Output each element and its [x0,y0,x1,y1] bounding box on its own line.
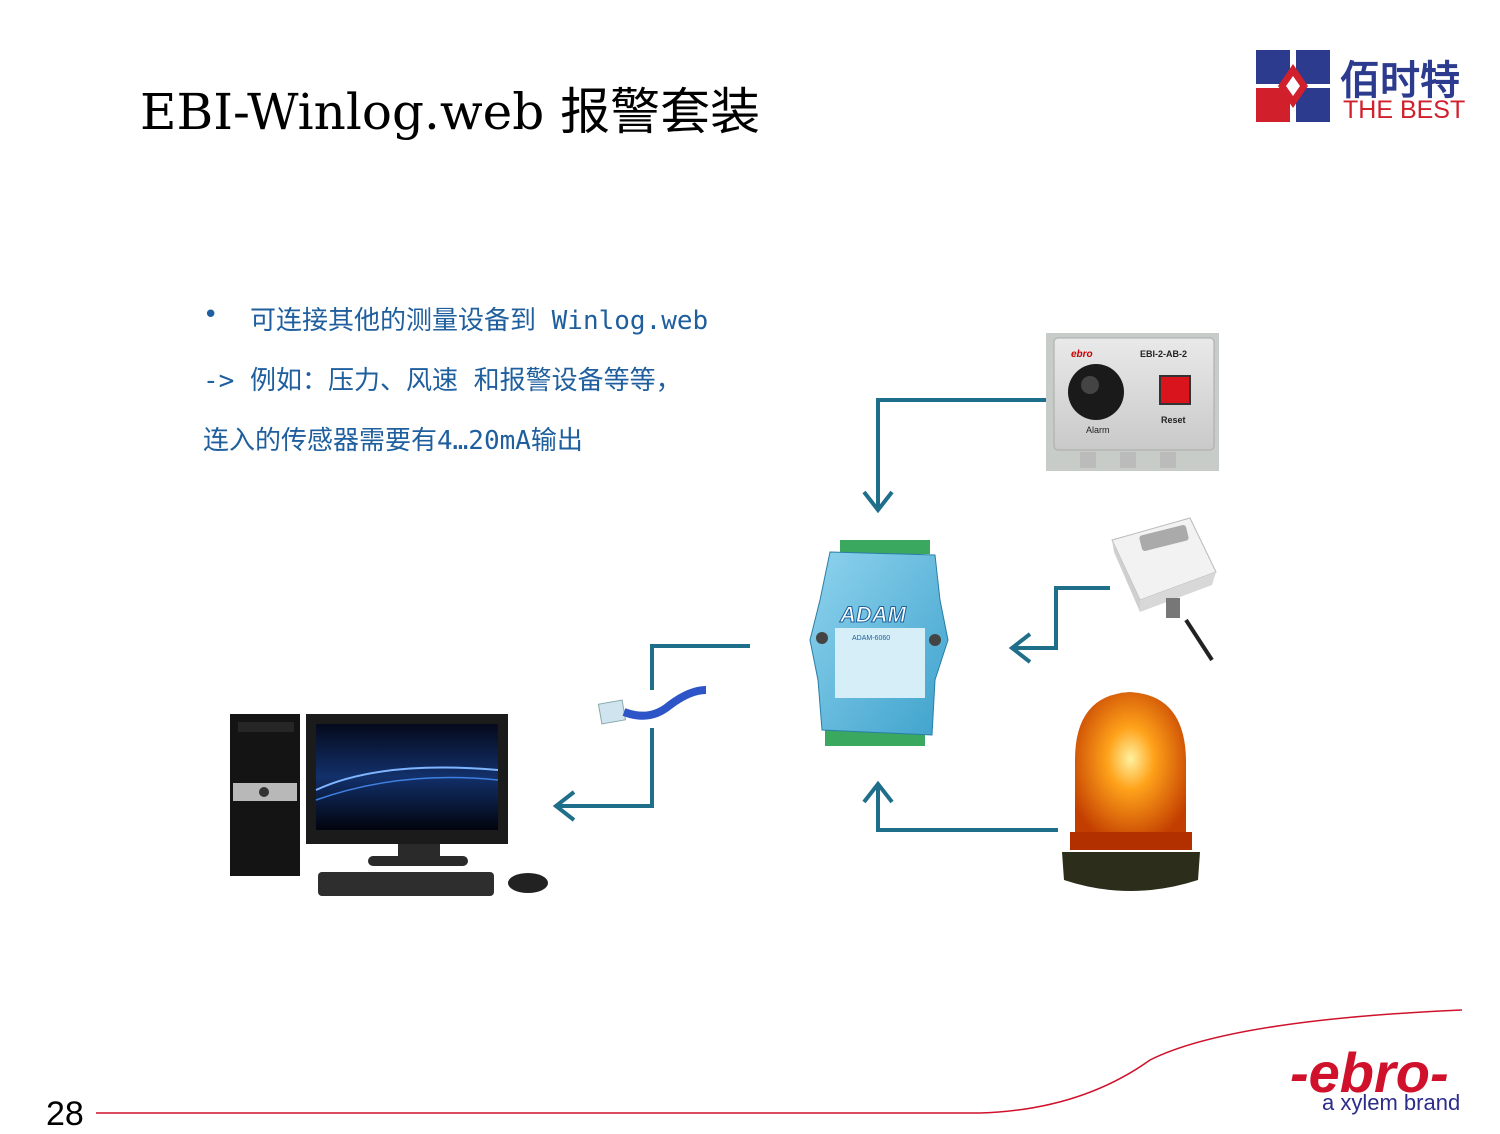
best-logo-chinese: 佰时特 [1340,58,1460,104]
content-line-1: 可连接其他的测量设备到 Winlog.web [250,306,709,336]
arrow-adam-cable [650,644,750,690]
footer-line [96,1009,1463,1114]
bullet-marker: • [203,300,219,330]
reset-button-label: Reset [1161,415,1186,425]
sensor-image [1111,517,1217,662]
content-line-3: 连入的传感器需要有4…20mA输出 [203,426,583,456]
adam-model: ADAM-6060 [852,635,890,642]
network-cable-image [597,686,707,725]
alarm-button-label: Alarm [1086,425,1110,435]
adam-brand: ADAM [839,602,907,627]
connection-arrows [552,398,1110,832]
ebro-logo-wordmark: -ebro- [1290,1041,1449,1104]
best-logo-english: THE BEST [1343,96,1466,124]
slide-title: EBI-Winlog.web 报警套装 [140,83,761,141]
content-line-2: -> 例如：压力、风速 和报警设备等等， [203,366,682,396]
alarm-box-brand: ebro [1071,349,1093,360]
warning-beacon-image [1062,692,1200,891]
arrow-sensor-to-adam [1012,586,1110,650]
page-number: 28 [46,1095,84,1133]
arrow-cable-to-computer [556,728,654,808]
arrow-beacon-to-adam [876,784,1058,832]
alarm-box-image: ebro EBI-2-AB-2 Alarm Reset [1046,333,1219,471]
computer-image [230,714,548,896]
adam-module-image: ADAM ADAM-6060 [809,540,949,746]
ebro-logo-tagline: a xylem brand [1322,1090,1461,1115]
arrow-alarm-to-adam [876,398,1046,510]
alarm-box-model: EBI-2-AB-2 [1140,349,1187,359]
